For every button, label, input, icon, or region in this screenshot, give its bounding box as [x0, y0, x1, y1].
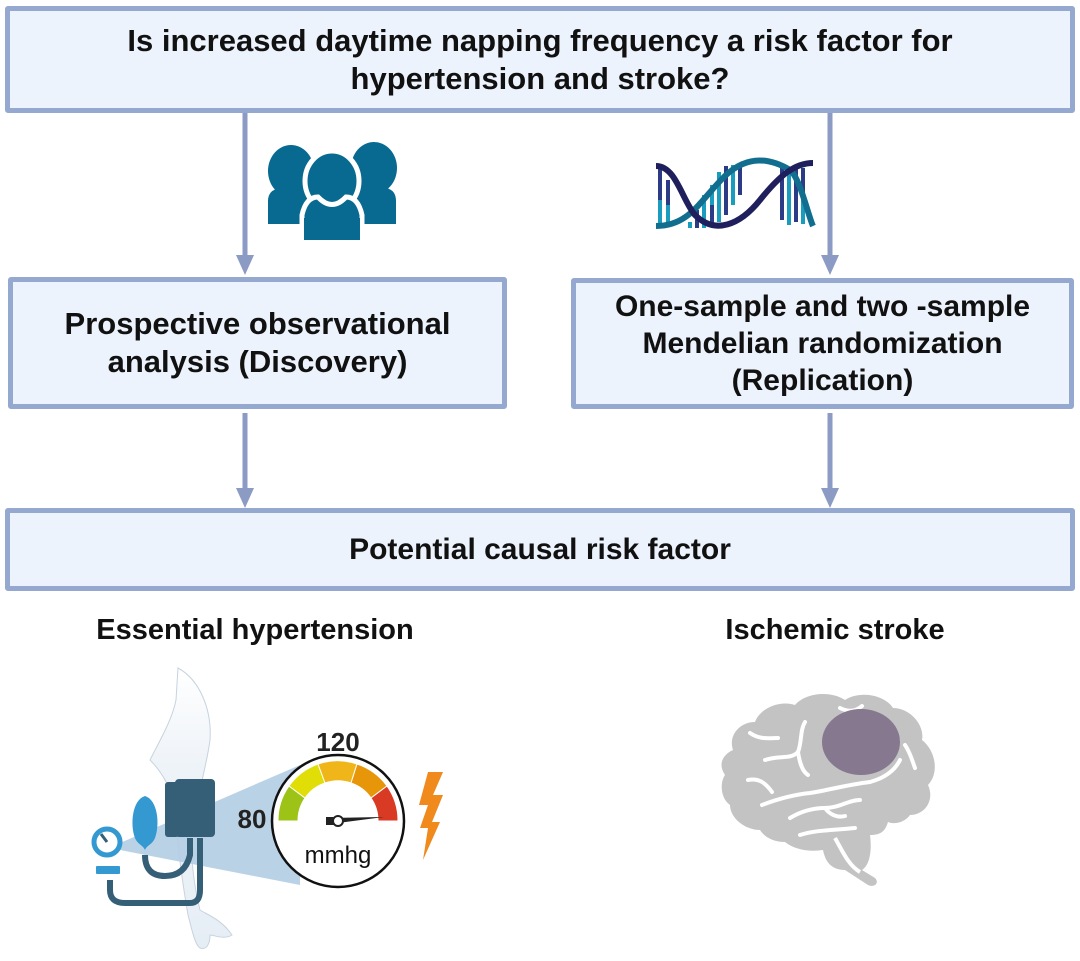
arrowhead	[236, 488, 254, 508]
discovery-line-1: Prospective observational	[64, 306, 451, 341]
replication-line-1: One-sample and two -sample	[614, 290, 1031, 323]
replication-box: One-sample and two -sample Mendelian ran…	[571, 278, 1074, 409]
replication-line-2: Mendelian randomization	[642, 327, 1003, 360]
discovery-line-2: analysis (Discovery)	[107, 344, 408, 379]
result-box: Potential causal risk factor	[5, 508, 1075, 591]
research-question-box: Is increased daytime napping frequency a…	[5, 6, 1075, 113]
question-line-1: Is increased daytime napping frequency a…	[127, 22, 953, 58]
discovery-box: Prospective observational analysis (Disc…	[8, 277, 507, 409]
result-label: Potential causal risk factor	[349, 532, 731, 566]
arrowhead	[821, 255, 839, 275]
outcome-label-hypertension: Essential hypertension	[96, 614, 414, 646]
arrowhead	[236, 255, 254, 275]
replication-line-3: (Replication)	[731, 364, 914, 397]
question-line-2: hypertension and stroke?	[350, 60, 730, 96]
arrowhead	[821, 488, 839, 508]
outcome-label-stroke: Ischemic stroke	[725, 614, 945, 646]
